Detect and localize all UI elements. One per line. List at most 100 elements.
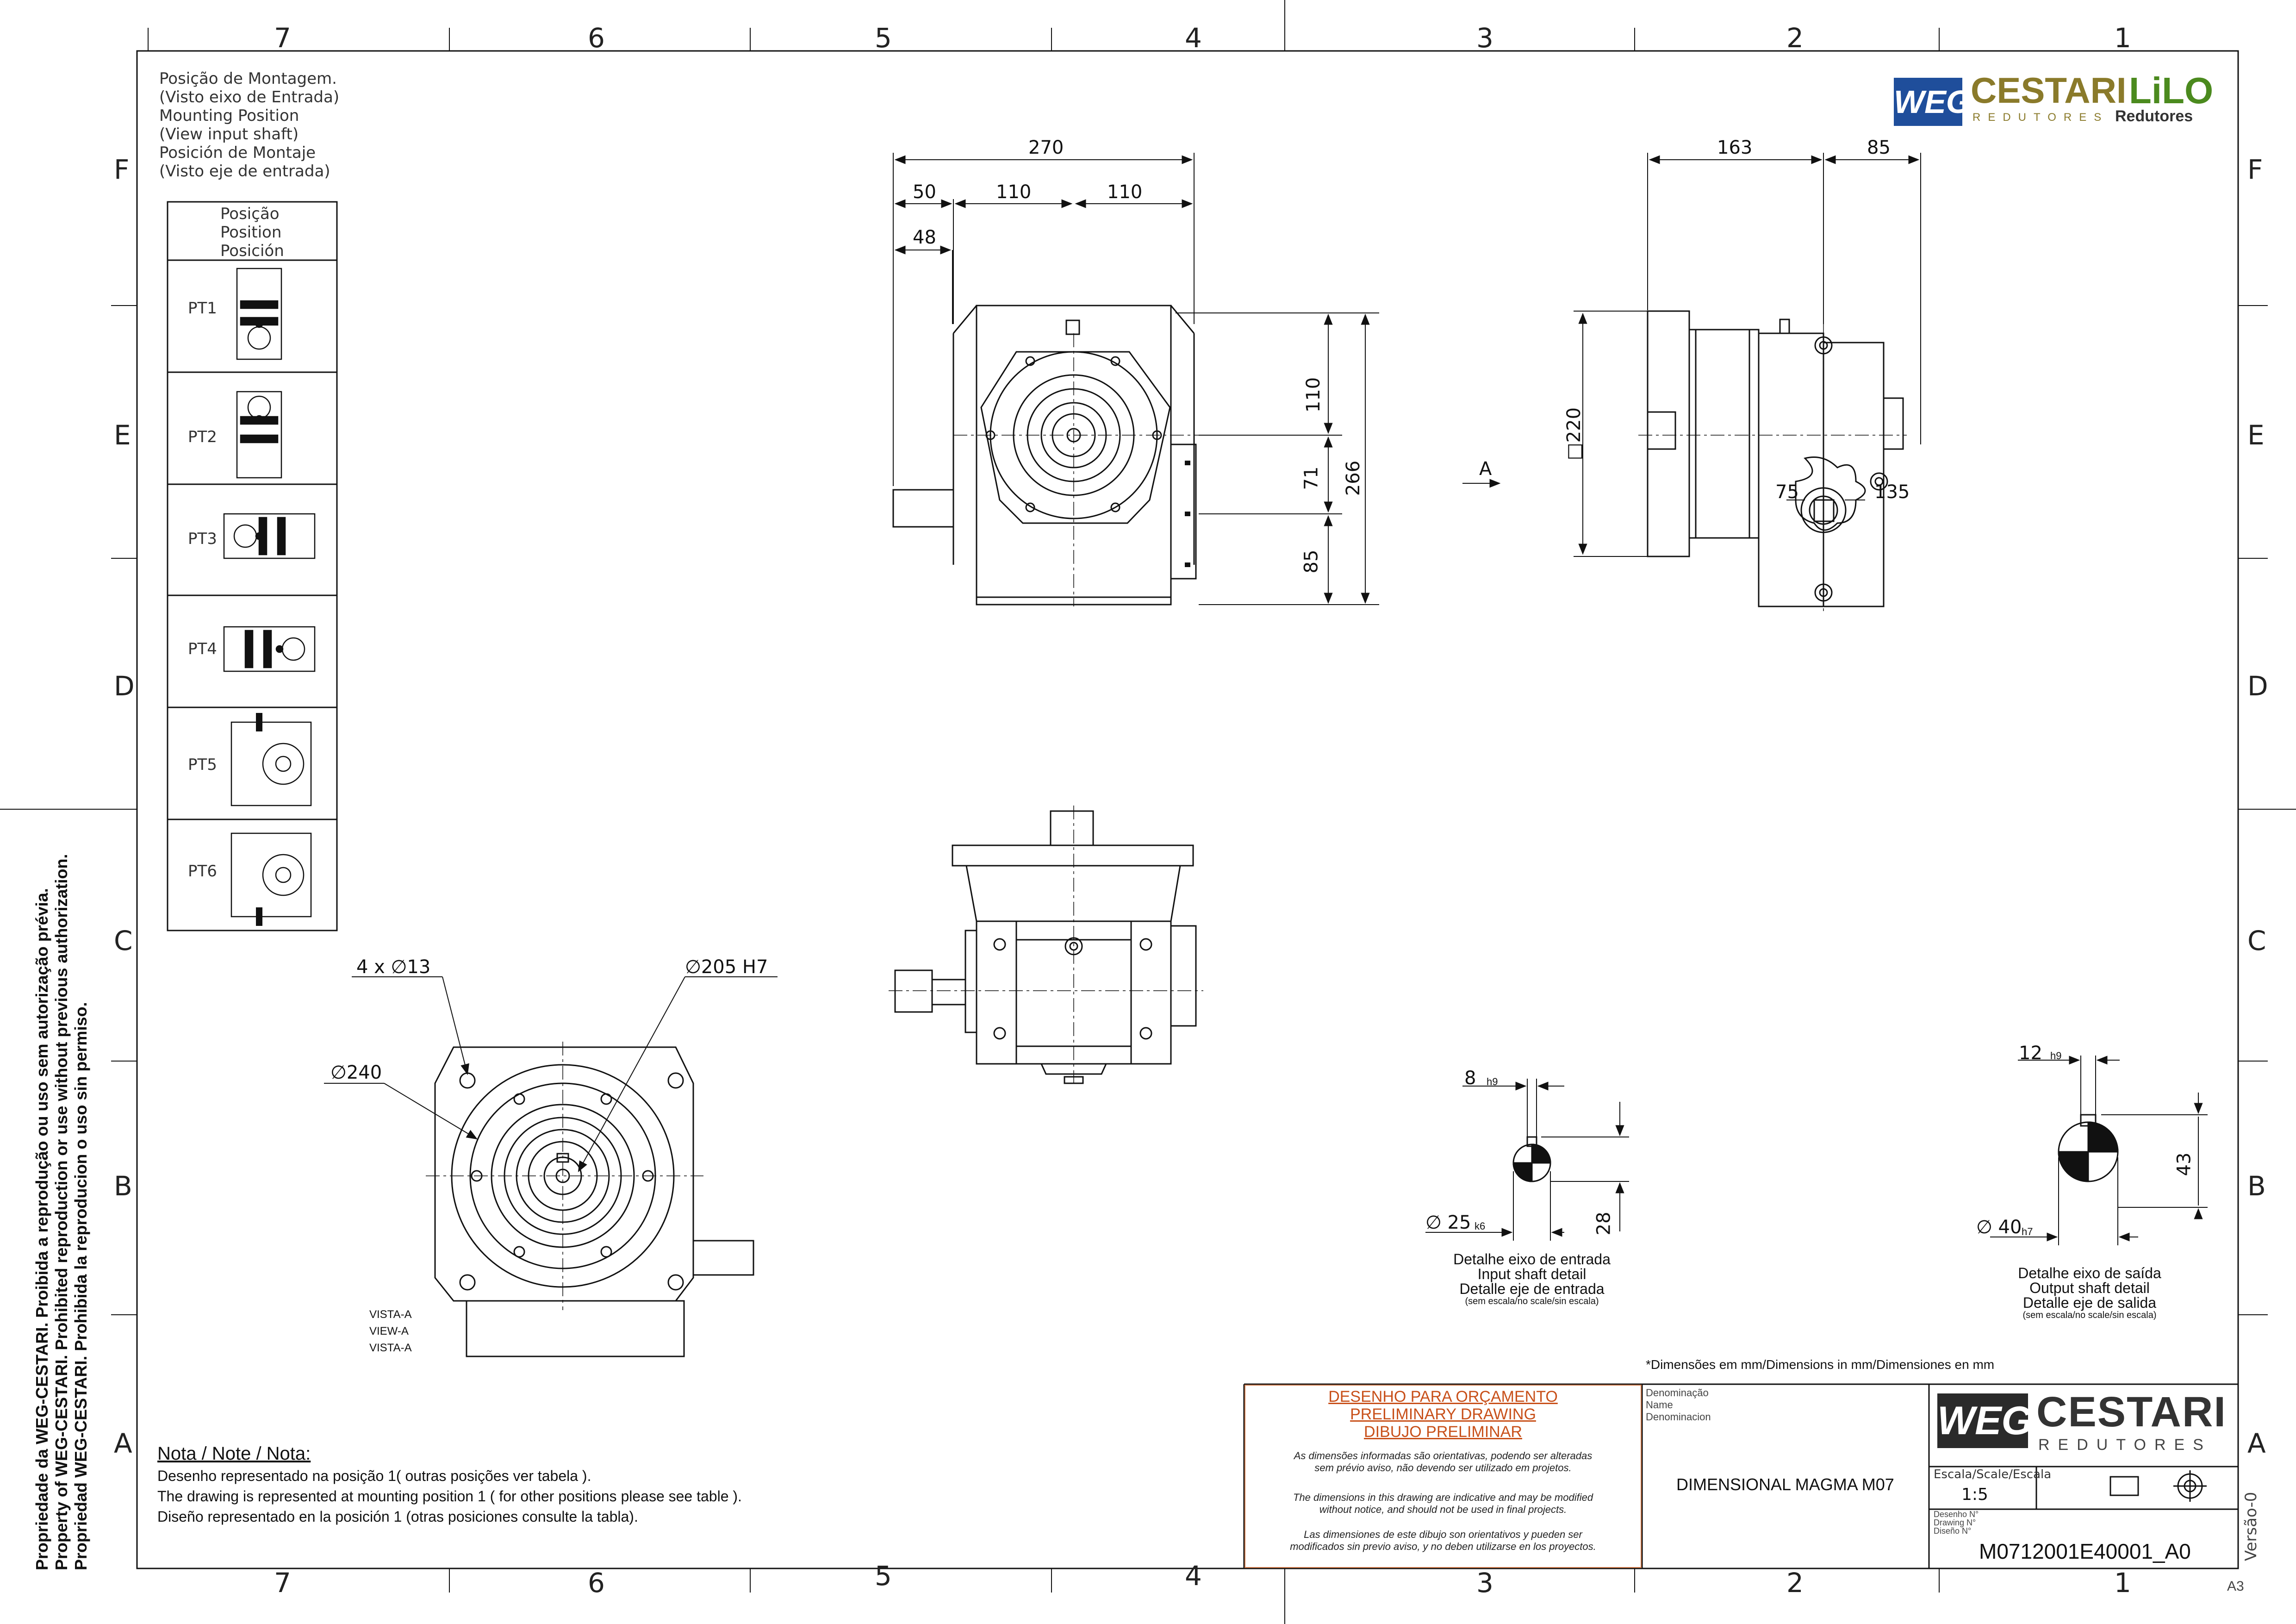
output-key-width: 12: [2019, 1043, 2042, 1064]
sheet-size: A3: [2227, 1579, 2244, 1594]
zone-col-1-top: 1: [2114, 22, 2131, 54]
dim-75: 75: [1775, 481, 1799, 503]
zone-row-f-right: F: [2247, 154, 2263, 185]
output-shaft-detail: [2058, 1114, 2119, 1182]
vista-line: VISTA-A: [369, 1308, 412, 1321]
dim-48: 48: [913, 227, 936, 248]
output-diameter-tolerance: h7: [2022, 1226, 2033, 1237]
mounting-heading-line: (View input shaft): [159, 125, 299, 144]
position-pt3: PT3: [188, 530, 217, 548]
zone-col-3-top: 3: [1476, 22, 1493, 54]
note-lines: Desenho representado na posição 1( outra…: [157, 1466, 742, 1527]
zone-col-1-bottom: 1: [2114, 1567, 2131, 1599]
preliminary-line: The dimensions in this drawing are indic…: [1293, 1492, 1593, 1503]
table-header: Posição Position Posición: [220, 205, 284, 260]
weg-logo-title-block: WEG: [1937, 1393, 2032, 1448]
vista-a-label: VISTA-A VIEW-A VISTA-A: [369, 1306, 412, 1356]
name-label-line: Denominacion: [1646, 1411, 1711, 1423]
dim-110-right: 110: [1107, 181, 1143, 203]
preliminary-text-es: Las dimensiones de este dibujo son orien…: [1244, 1529, 1642, 1553]
dim-240: ∅240: [330, 1062, 382, 1083]
property-line: Propriedade da WEG-CESTARI. Proibida a r…: [32, 888, 51, 1570]
preliminary-line: without notice, and should not be used i…: [1319, 1504, 1567, 1515]
output-shaft-dimensions: [1990, 1056, 2208, 1245]
property-line: Property of WEG-CESTARI. Prohibited repr…: [52, 854, 71, 1570]
title-block: [1243, 1383, 2238, 1568]
drawing-name: DIMENSIONAL MAGMA M07: [1676, 1475, 1894, 1494]
note-title: Nota / Note / Nota:: [157, 1443, 311, 1464]
preliminary-text-en: The dimensions in this drawing are indic…: [1244, 1492, 1642, 1516]
output-key-tolerance: h9: [2050, 1050, 2062, 1062]
output-43: 43: [2173, 1152, 2195, 1176]
mounting-heading: Posição de Montagem. (Visto eixo de Entr…: [159, 69, 339, 181]
lilo-subtitle: Redutores: [2115, 107, 2193, 125]
input-diameter-tolerance: k6: [1475, 1220, 1486, 1232]
lilo-logo: LiLO: [2129, 70, 2214, 111]
view-arrow-a: A: [1479, 458, 1492, 480]
mounting-heading-line: (Visto eixo de Entrada): [159, 88, 340, 106]
front-centerlines: [953, 333, 1203, 606]
dim-71: 71: [1300, 466, 1322, 490]
redutores-top: REDUTORES: [1972, 111, 2109, 124]
preliminary-box: [1244, 1385, 1642, 1568]
preliminary-line: modificados sin previo aviso, y no deben…: [1290, 1541, 1596, 1552]
view-a-centerlines: [426, 1042, 703, 1310]
input-shaft-dimensions: [1425, 1079, 1629, 1241]
name-label-line: Denominação: [1646, 1387, 1709, 1399]
name-label: Denominação Name Denominacion: [1646, 1387, 1711, 1423]
output-scale-note: (sem escala/no scale/sin escala): [2022, 1310, 2157, 1320]
input-detail-line: Detalhe eixo de entrada: [1453, 1251, 1611, 1268]
position-pt5: PT5: [188, 756, 217, 774]
output-diameter: ∅ 40: [1976, 1217, 2022, 1238]
zone-row-c-right: C: [2247, 925, 2266, 956]
dim-266: 266: [1343, 460, 1364, 496]
vista-line: VISTA-A: [369, 1342, 412, 1354]
position-pt1: PT1: [188, 299, 217, 318]
input-detail-line: Input shaft detail: [1477, 1266, 1587, 1282]
zone-row-b-left: B: [114, 1170, 132, 1202]
side-view: [1647, 310, 1904, 607]
scale-label: Escala/Scale/Escala: [1934, 1468, 2052, 1481]
preliminary-title: DESENHO PARA ORÇAMENTO PRELIMINARY DRAWI…: [1244, 1388, 1642, 1441]
units-note: *Dimensões em mm/Dimensions in mm/Dimens…: [1646, 1357, 1995, 1372]
preliminary-line: sem prévio aviso, não devendo ser utiliz…: [1314, 1462, 1572, 1474]
preliminary-line: As dimensões informadas são orientativas…: [1294, 1450, 1593, 1462]
zone-row-c-left: C: [114, 925, 133, 956]
dim-270: 270: [1028, 137, 1064, 158]
zone-col-2-top: 2: [1786, 22, 1804, 54]
input-28: 28: [1593, 1212, 1615, 1236]
zone-row-e-right: E: [2247, 419, 2265, 451]
vista-line: VIEW-A: [369, 1325, 409, 1337]
input-diameter: ∅ 25: [1425, 1212, 1471, 1233]
dim-163: 163: [1717, 137, 1753, 158]
zone-col-3-bottom: 3: [1476, 1567, 1493, 1599]
zone-col-6-bottom: 6: [588, 1567, 605, 1599]
zone-row-b-right: B: [2247, 1170, 2266, 1202]
zone-col-5-top: 5: [875, 22, 892, 54]
drawing-label-line: Desenho N°: [1934, 1510, 1979, 1519]
note-line: The drawing is represented at mounting p…: [157, 1488, 742, 1505]
mounting-table: [167, 201, 338, 931]
drawing-label-line: Drawing N°: [1934, 1518, 1976, 1527]
cestari-logo-top: CESTARI: [1971, 70, 2127, 111]
dim-85-side: 85: [1867, 137, 1891, 158]
dim-85-vertical: 85: [1300, 550, 1322, 574]
zone-row-e-left: E: [114, 419, 131, 451]
drawing-number-label: Desenho N° Drawing N° Diseño N°: [1934, 1510, 1979, 1535]
zone-row-a-left: A: [114, 1428, 132, 1459]
drawing-label-line: Diseño N°: [1934, 1526, 1972, 1536]
position-pt2: PT2: [188, 428, 217, 446]
zone-row-d-right: D: [2247, 670, 2268, 702]
zone-col-7-bottom: 7: [274, 1567, 291, 1599]
view-a: [434, 1046, 754, 1357]
name-label-line: Name: [1646, 1399, 1673, 1411]
table-header-line: Posição: [220, 205, 280, 223]
position-pt4: PT4: [188, 640, 217, 658]
view-a-leaders: [324, 976, 778, 1173]
redutores-title-block: REDUTORES: [2038, 1436, 2212, 1454]
side-dimensions: [1462, 153, 1921, 557]
input-scale-note: (sem escala/no scale/sin escala): [1465, 1296, 1599, 1306]
table-header-line: Posición: [220, 242, 284, 260]
preliminary-title-line: PRELIMINARY DRAWING: [1350, 1405, 1536, 1423]
